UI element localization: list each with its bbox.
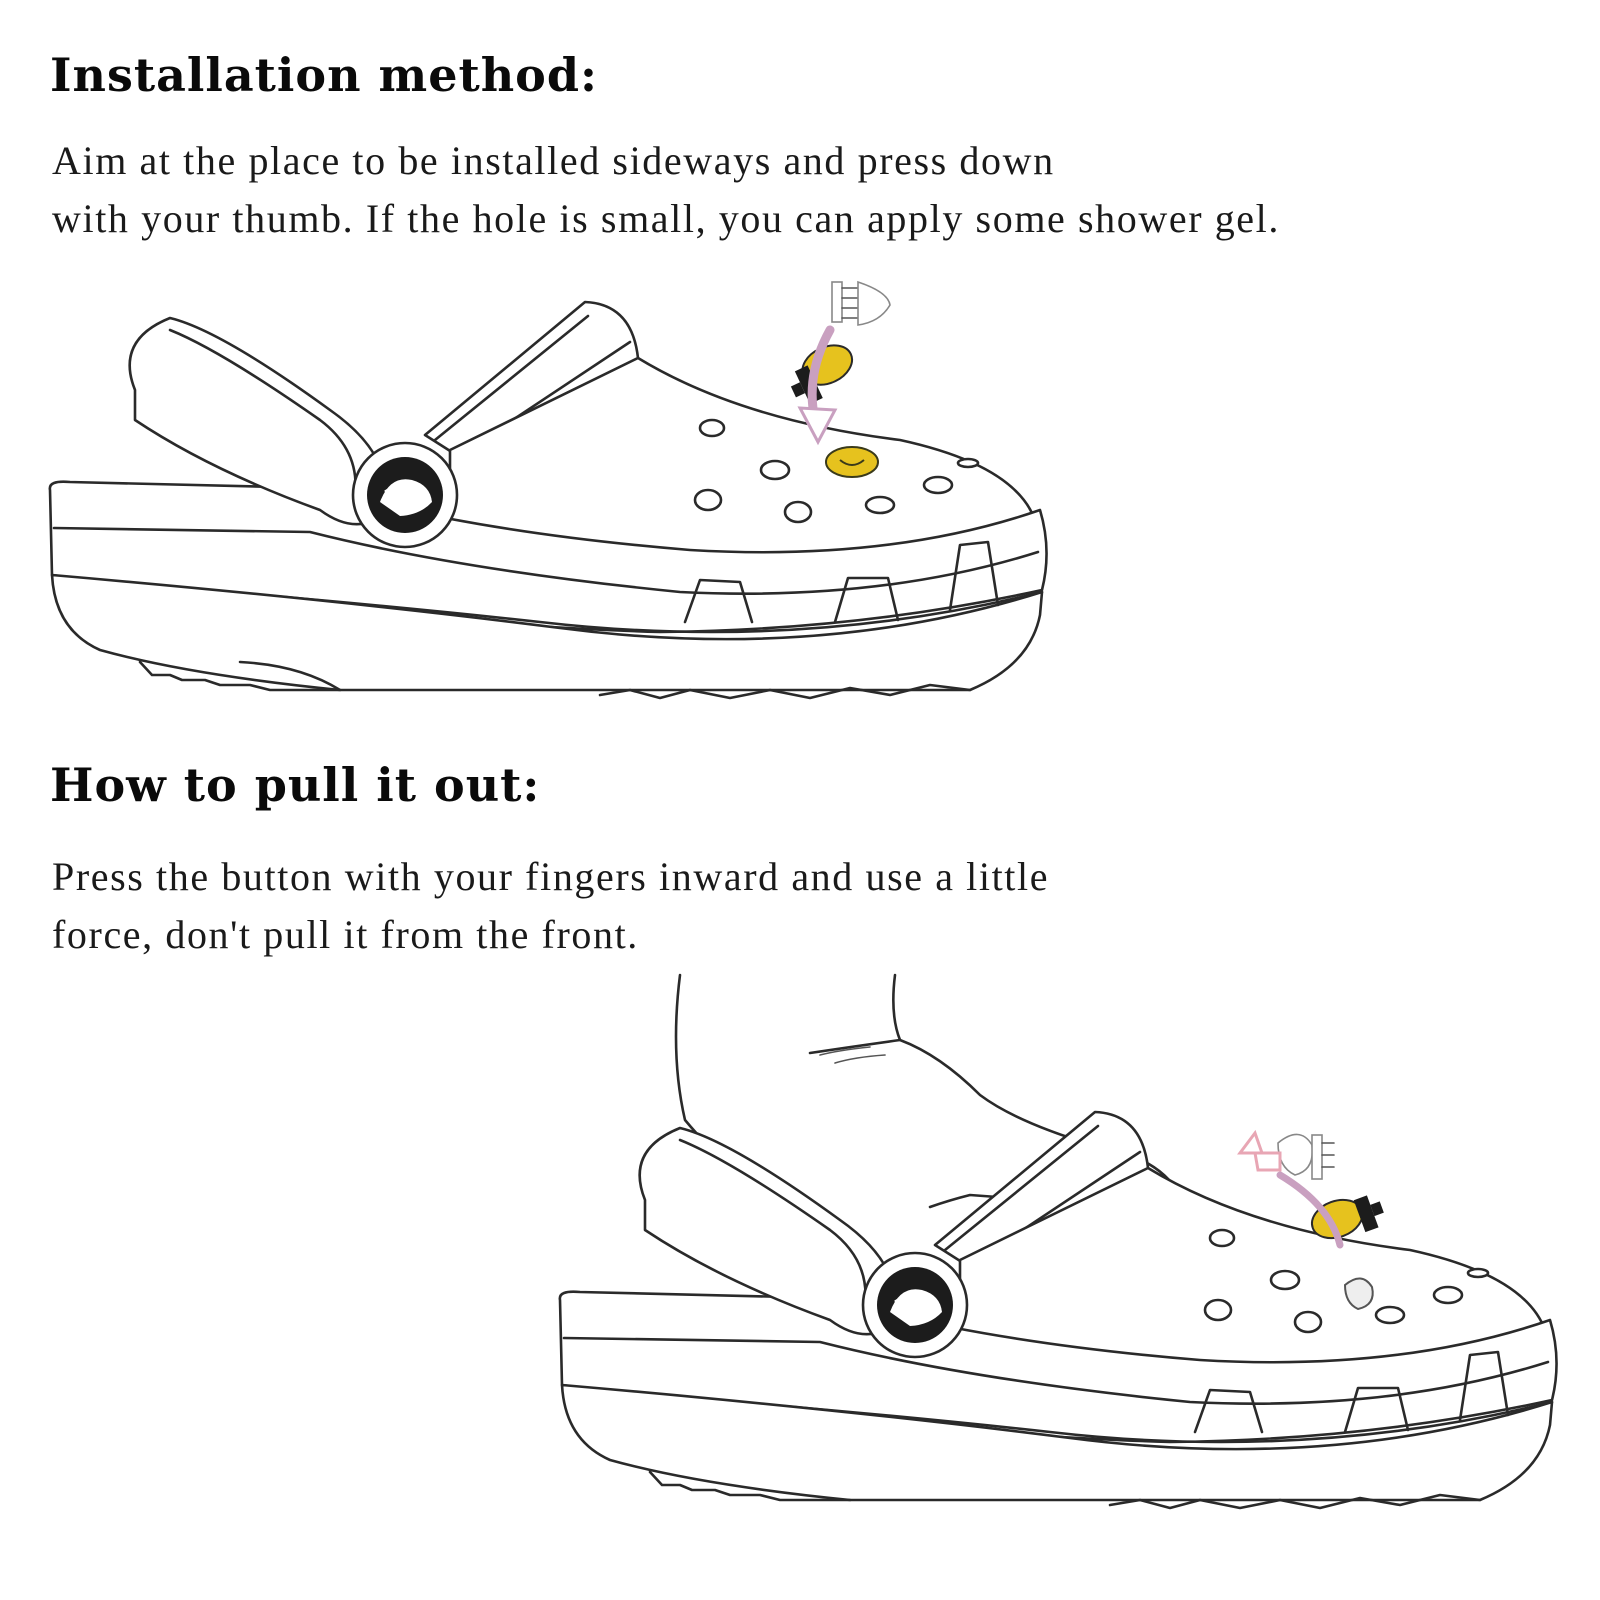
arrow-icon xyxy=(797,325,838,446)
installation-line-1: Aim at the place to be installed sideway… xyxy=(52,138,1055,183)
clog-install-illustration xyxy=(48,280,1048,700)
pull-out-heading: How to pull it out: xyxy=(50,758,541,812)
charm-stud xyxy=(1343,1277,1374,1311)
clog-shoe-icon xyxy=(558,1110,1558,1510)
pull-out-line-1: Press the button with your fingers inwar… xyxy=(52,854,1050,899)
clog-remove-illustration xyxy=(558,973,1558,1510)
clog-shoe-icon xyxy=(48,300,1048,700)
installation-instructions: Aim at the place to be installed sideway… xyxy=(52,132,1280,248)
shoe-charm-icon xyxy=(831,280,891,326)
pull-out-instructions: Press the button with your fingers inwar… xyxy=(52,848,1049,964)
installation-heading: Installation method: xyxy=(50,48,598,102)
pull-out-line-2: force, don't pull it from the front. xyxy=(52,912,639,957)
shoe-charm-icon xyxy=(825,446,879,478)
shoe-charm-icon xyxy=(1277,1133,1335,1180)
arrow-icon xyxy=(1237,1129,1344,1249)
installation-line-2: with your thumb. If the hole is small, y… xyxy=(52,196,1280,241)
